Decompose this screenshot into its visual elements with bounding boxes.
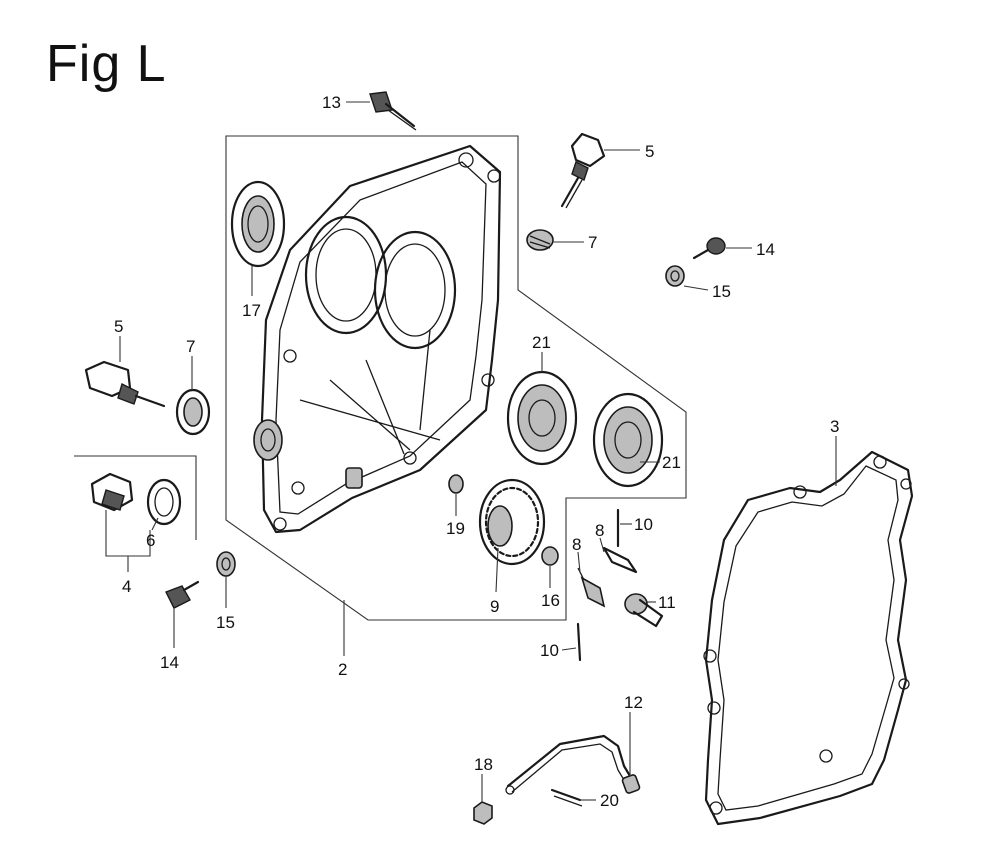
crankcase-gasket-3 <box>703 450 914 826</box>
callout-15-left: 15 <box>216 613 235 632</box>
callout-10-bottom: 10 <box>540 641 559 660</box>
callout-15-right: 15 <box>712 282 731 301</box>
callout-10-top: 10 <box>634 515 653 534</box>
callout-8-lower: 8 <box>572 535 581 554</box>
governor-slider-8 <box>577 567 606 608</box>
o-ring-7-top <box>526 229 554 251</box>
callout-7-top: 7 <box>588 233 597 252</box>
oil-seal-17 <box>230 180 286 268</box>
callout-5-left: 5 <box>114 317 123 336</box>
drain-bolt-14-left <box>165 580 200 609</box>
callout-21-right: 21 <box>662 453 681 472</box>
callout-16: 16 <box>541 591 560 610</box>
callout-7-left: 7 <box>186 337 195 356</box>
ball-bearing-21-right <box>592 392 664 488</box>
leader-10b <box>561 647 577 651</box>
callout-21-left: 21 <box>532 333 551 352</box>
washer-19 <box>448 474 464 494</box>
leader-6 <box>151 517 159 531</box>
bolt-20 <box>550 788 583 807</box>
leader-15a <box>683 285 709 291</box>
pin-8-upper <box>602 546 638 574</box>
callout-19: 19 <box>446 519 465 538</box>
callout-6: 6 <box>146 531 155 550</box>
callout-17: 17 <box>242 301 261 320</box>
dipstick-5-top <box>560 132 606 209</box>
governor-arm-12 <box>505 734 641 795</box>
ball-bearing-21-left <box>506 370 578 466</box>
figure-title: Fig L <box>46 35 167 93</box>
callout-14-right: 14 <box>756 240 775 259</box>
callout-3: 3 <box>830 417 839 436</box>
callout-20: 20 <box>600 791 619 810</box>
callout-18: 18 <box>474 755 493 774</box>
gasket-6 <box>146 478 182 526</box>
leader-8b <box>577 551 581 573</box>
washer-16 <box>541 546 559 566</box>
callout-5-top: 5 <box>645 142 654 161</box>
leader-8a <box>599 537 605 553</box>
callout-13: 13 <box>322 93 341 112</box>
callout-4: 4 <box>122 577 131 596</box>
leader-9 <box>495 547 499 593</box>
nut-18 <box>473 801 493 825</box>
callout-8-upper: 8 <box>595 521 604 540</box>
washer-15-right <box>665 265 685 287</box>
callout-12: 12 <box>624 693 643 712</box>
slider-11 <box>624 593 664 628</box>
pin-10-bottom <box>576 622 582 662</box>
governor-gear-9 <box>478 478 546 566</box>
washer-15-left <box>216 551 236 577</box>
oil-filler-group-outline <box>74 455 197 540</box>
callout-14-left: 14 <box>160 653 179 672</box>
oil-filler-cap-4 <box>90 472 134 512</box>
o-ring-7-left <box>175 388 211 436</box>
callout-11: 11 <box>658 593 676 612</box>
drain-bolt-14-right <box>692 237 726 260</box>
bolt-13 <box>369 91 417 131</box>
crankcase-cover-group-outline <box>225 135 687 621</box>
dipstick-5-left <box>84 360 166 408</box>
callout-2: 2 <box>338 660 347 679</box>
crankcase-cover <box>253 144 502 534</box>
callout-9: 9 <box>490 597 499 616</box>
bracket-4 <box>105 510 151 572</box>
